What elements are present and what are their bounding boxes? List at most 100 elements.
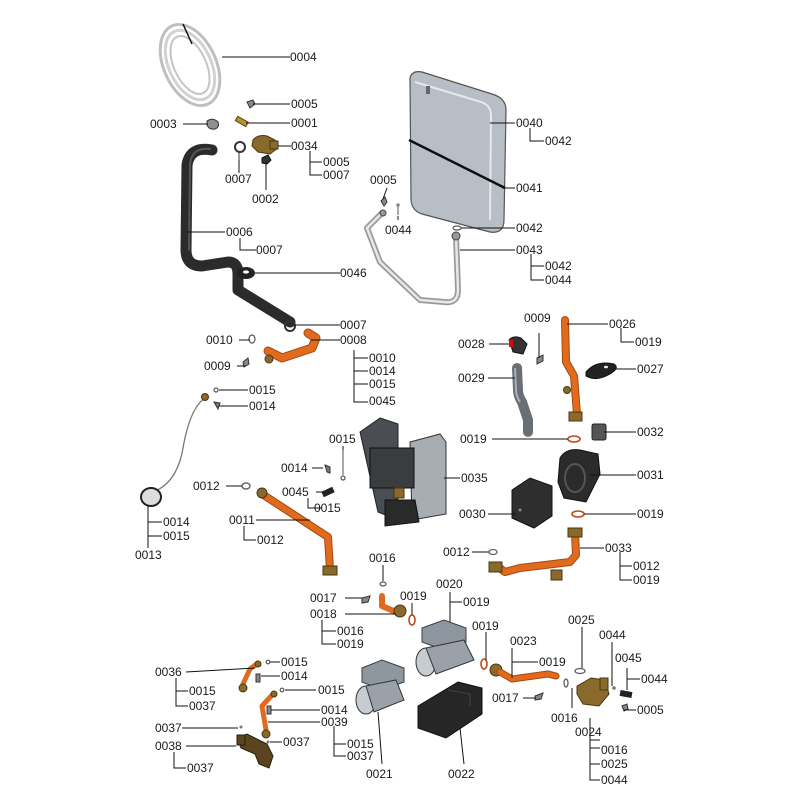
washer-0042-part[interactable] (452, 225, 462, 231)
callout-sub-label[interactable]: 0016 (601, 743, 628, 757)
callout-sub-label[interactable]: 0019 (635, 335, 662, 349)
o-ring-0019-part[interactable] (567, 435, 581, 443)
callout-label[interactable]: 0015 (281, 655, 308, 669)
callout-label[interactable]: 0015 (249, 383, 276, 397)
cap-0002-part[interactable] (261, 154, 272, 165)
callout-label[interactable]: 0019 (637, 507, 664, 521)
callout-label[interactable]: 0028 (458, 337, 485, 351)
callout-label[interactable]: 0009 (204, 359, 231, 373)
clip-0014-b-part[interactable] (324, 464, 331, 474)
copper-pipe-0039-part[interactable] (259, 690, 278, 739)
drain-hose-part[interactable] (180, 143, 296, 328)
hose-0029-part[interactable] (512, 363, 533, 437)
o-ring-0012-part[interactable] (241, 482, 251, 490)
callout-label[interactable]: 0038 (155, 739, 182, 753)
seal-0015-b-part[interactable] (340, 446, 346, 481)
copper-pipe-0008-part[interactable] (263, 328, 321, 364)
seal-0016-part[interactable] (379, 581, 387, 587)
pump-motor-0030-part[interactable] (511, 477, 553, 529)
callout-label[interactable]: 0021 (366, 767, 393, 781)
grommet-part[interactable] (237, 267, 255, 279)
callout-label[interactable]: 0040 (516, 116, 543, 130)
callout-sub-label[interactable]: 0019 (633, 573, 660, 587)
callout-sub-label[interactable]: 0037 (187, 761, 214, 775)
callout-label[interactable]: 0014 (321, 703, 348, 717)
callout-label[interactable]: 0031 (637, 468, 664, 482)
callout-label[interactable]: 0022 (448, 767, 475, 781)
callout-label[interactable]: 0005 (637, 703, 664, 717)
coiled-tube-part[interactable] (148, 15, 231, 115)
seal-0015-d-part[interactable] (279, 687, 285, 693)
callout-sub-label[interactable]: 0012 (633, 559, 660, 573)
seal-0015-part[interactable] (213, 387, 219, 393)
callout-label[interactable]: 0025 (568, 613, 595, 627)
callout-sub-label[interactable]: 0015 (347, 737, 374, 751)
seal-0016-b-part[interactable] (563, 678, 569, 688)
callout-label[interactable]: 0001 (291, 116, 318, 130)
callout-label[interactable]: 0019 (472, 619, 499, 633)
callout-label[interactable]: 0033 (605, 541, 632, 555)
callout-sub-label[interactable]: 0015 (189, 684, 216, 698)
callout-sub-label[interactable]: 0015 (163, 529, 190, 543)
o-ring-0019-c-part[interactable] (408, 614, 416, 626)
callout-sub-label[interactable]: 0010 (369, 351, 396, 365)
callout-label[interactable]: 0032 (637, 425, 664, 439)
plug-0045-part[interactable] (321, 486, 335, 498)
callout-label[interactable]: 0023 (510, 634, 537, 648)
clamp-0003-part[interactable] (206, 118, 220, 130)
brass-manifold-0024-part[interactable] (576, 677, 610, 707)
callout-label[interactable]: 0011 (229, 513, 255, 527)
callout-label[interactable]: 0005 (291, 97, 318, 111)
callout-label[interactable]: 0004 (290, 50, 317, 64)
callout-sub-label[interactable]: 0005 (323, 155, 350, 169)
callout-sub-label[interactable]: 0016 (337, 624, 364, 638)
clip-0014-c-part[interactable] (255, 673, 261, 683)
o-ring-0010-part[interactable] (248, 334, 256, 344)
callout-sub-label[interactable]: 0042 (545, 259, 572, 273)
copper-pipe-0036-part[interactable] (238, 660, 262, 693)
callout-label[interactable]: 0013 (135, 548, 162, 562)
sensor-0013-part[interactable] (140, 393, 209, 507)
clip-0014-d-part[interactable] (266, 705, 272, 715)
clip-0005-c-part[interactable] (621, 703, 629, 712)
callout-label[interactable]: 0043 (516, 243, 543, 257)
callout-label[interactable]: 0039 (321, 715, 348, 729)
copper-pipe-0033-part[interactable] (488, 527, 583, 581)
seal-0044-b-part[interactable] (612, 686, 616, 690)
clip-0009-b-part[interactable] (536, 354, 544, 365)
callout-label[interactable]: 0017 (492, 691, 519, 705)
callout-label[interactable]: 0026 (609, 317, 636, 331)
callout-label[interactable]: 0006 (226, 225, 253, 239)
o-ring-0012-b-part[interactable] (488, 548, 498, 556)
callout-label[interactable]: 0024 (575, 725, 602, 739)
callout-label[interactable]: 0016 (369, 551, 396, 565)
callout-label[interactable]: 0014 (281, 669, 308, 683)
air-vent-0028-part[interactable] (508, 336, 528, 355)
plug-0045-b-part[interactable] (619, 690, 633, 698)
callout-label[interactable]: 0045 (282, 485, 309, 499)
callout-label[interactable]: 0007 (340, 318, 367, 332)
copper-pipe-0026-part[interactable] (561, 316, 583, 422)
clip-0017-b-part[interactable] (534, 692, 544, 701)
seal-0015-c-part[interactable] (265, 659, 271, 665)
copper-pipe-0011-part[interactable] (256, 487, 338, 576)
callout-label[interactable]: 0012 (193, 479, 220, 493)
callout-sub-label[interactable]: 0044 (545, 273, 572, 287)
callout-label[interactable]: 0045 (615, 651, 642, 665)
callout-sub-label[interactable]: 0037 (189, 699, 216, 713)
clip-0005-b-part[interactable] (380, 196, 388, 207)
hose-clamp-0007-part[interactable] (234, 141, 246, 160)
callout-label[interactable]: 0015 (329, 432, 356, 446)
callout-label[interactable]: 0046 (340, 266, 367, 280)
callout-label[interactable]: 0016 (551, 711, 578, 725)
callout-sub-label[interactable]: 0014 (369, 364, 396, 378)
seal-0044-part[interactable] (396, 203, 400, 215)
seal-0037-b-part[interactable] (266, 740, 270, 744)
callout-sub-label[interactable]: 0019 (337, 637, 364, 651)
callout-label[interactable]: 0015 (318, 683, 345, 697)
callout-label[interactable]: 0002 (252, 192, 279, 206)
hose-clamp-part[interactable] (284, 320, 296, 332)
callout-sub-label[interactable]: 0037 (347, 749, 374, 763)
callout-label[interactable]: 0037 (155, 721, 182, 735)
callout-label[interactable]: 0014 (249, 399, 276, 413)
